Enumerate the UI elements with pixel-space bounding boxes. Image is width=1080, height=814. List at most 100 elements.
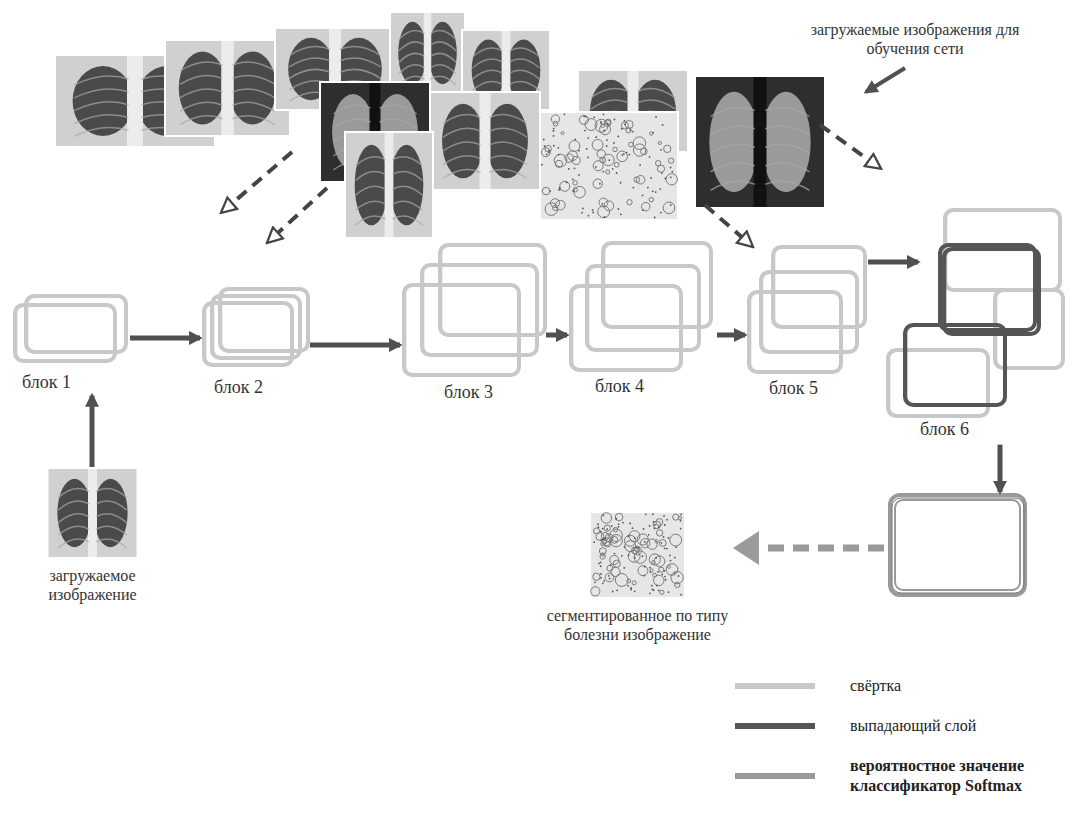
connector-line <box>90 396 95 468</box>
conv-layer <box>603 243 711 327</box>
rib-line <box>393 216 423 225</box>
cell-dot <box>552 130 554 132</box>
rib-line <box>473 59 503 68</box>
connector-line <box>130 336 200 341</box>
cell-shape <box>627 200 632 205</box>
image-caption: сегментированное по типу болезни изображ… <box>545 606 730 644</box>
cell-dot <box>595 166 597 168</box>
cell-dot <box>549 190 551 192</box>
cell-dot <box>574 138 576 140</box>
cell-dot <box>645 513 647 515</box>
xray-image <box>345 132 433 238</box>
cell-dot <box>548 151 550 153</box>
layer-stack <box>10 290 130 372</box>
block-label: блок 6 <box>920 419 969 441</box>
conv-layer <box>222 291 307 350</box>
cell-dot <box>568 168 570 170</box>
cell-dot <box>612 591 614 593</box>
cell-dot <box>634 537 636 539</box>
cell-dot <box>643 575 645 577</box>
cell-dot <box>661 542 663 544</box>
cell-dot <box>546 154 548 156</box>
rib-line <box>356 171 386 180</box>
cell-dot <box>666 548 668 550</box>
rib-line <box>180 89 223 98</box>
network-block: блок 3 <box>400 240 546 404</box>
connector <box>546 335 567 336</box>
cell-dot <box>602 514 604 516</box>
training-arrow <box>705 205 752 246</box>
cell-dot <box>632 131 634 133</box>
xray-image <box>695 76 825 208</box>
rib-line <box>711 181 755 190</box>
cell-dot <box>600 565 602 567</box>
xray-frame <box>430 92 540 190</box>
rib-line <box>510 59 540 68</box>
cell-dot <box>644 541 646 543</box>
cell-dot <box>621 154 623 156</box>
softmax-box <box>895 500 1020 590</box>
arrow-head <box>733 531 759 565</box>
xray-frame <box>345 132 433 238</box>
cell-shape <box>605 573 614 582</box>
cell-dot <box>606 145 608 147</box>
cell-dot <box>652 190 654 192</box>
cell-dot <box>642 194 644 196</box>
connector-line <box>310 343 400 348</box>
legend-row: вероятностное значение классификатор Sof… <box>735 756 1070 796</box>
cell-dot <box>557 147 559 149</box>
cell-shape <box>615 513 623 521</box>
cell-dot <box>675 546 677 548</box>
cell-dot <box>649 525 651 527</box>
cell-dot <box>606 139 608 141</box>
cell-dot <box>618 523 620 525</box>
rib-line <box>443 156 480 165</box>
conv-layer <box>440 245 545 335</box>
rib-line <box>356 157 386 166</box>
rib-line <box>96 488 127 497</box>
cell-shape <box>593 573 600 580</box>
image-picture <box>35 468 150 558</box>
cell-dot <box>627 585 629 587</box>
cell-shape <box>633 144 645 156</box>
rib-line <box>58 539 89 548</box>
cell-dot <box>661 573 663 575</box>
cell-dot <box>670 176 672 178</box>
connector <box>92 396 93 468</box>
training-arrow <box>268 188 327 242</box>
spine-shape <box>88 469 97 557</box>
cell-dot <box>654 524 656 526</box>
cell-dot <box>617 136 619 138</box>
rib-line <box>233 102 276 111</box>
cell-dot <box>624 123 626 125</box>
cell-dot <box>600 561 602 563</box>
cell-shape <box>656 519 663 526</box>
cell-dot <box>653 589 655 591</box>
rib-line <box>289 46 330 55</box>
cell-dot <box>578 150 580 152</box>
cell-dot <box>642 555 644 557</box>
cell-dot <box>658 590 660 592</box>
xray-frame <box>165 40 290 136</box>
cell-shape <box>637 534 648 545</box>
cell-shape <box>666 564 678 576</box>
rib-line <box>473 48 503 57</box>
rib-line <box>340 46 381 55</box>
callout-label: загружаемые изображения для обучения сет… <box>795 20 1035 58</box>
cell-dot <box>670 167 672 169</box>
connector-line <box>757 545 884 552</box>
cell-dot <box>618 526 620 528</box>
rib-line <box>180 102 223 111</box>
image-picture <box>545 512 730 598</box>
cell-dot <box>660 149 662 151</box>
cell-dot <box>629 129 631 131</box>
cell-dot <box>655 557 657 559</box>
cell-shape <box>649 554 660 565</box>
conv-layer <box>751 294 840 371</box>
cell-dot <box>566 181 568 183</box>
cell-dot <box>661 172 663 174</box>
legend-text: выпадающий слой <box>850 716 976 736</box>
rib-line <box>379 105 416 114</box>
cell-shape <box>556 200 566 210</box>
